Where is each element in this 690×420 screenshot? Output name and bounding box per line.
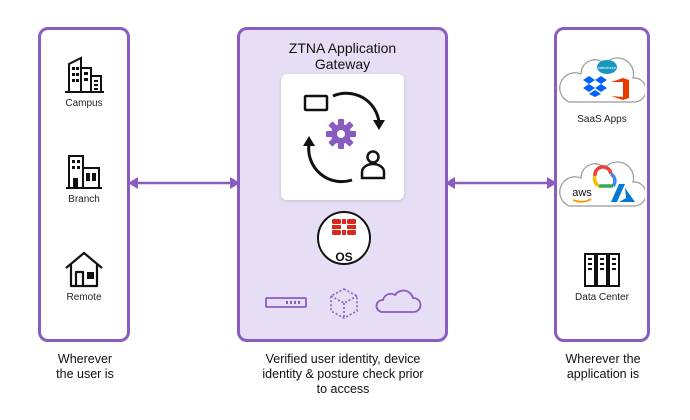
saas-cloud-icon: salesforce bbox=[559, 57, 645, 103]
access-control-card bbox=[281, 74, 404, 200]
cloud-icon bbox=[375, 289, 422, 313]
application-caption-line2: application is bbox=[566, 367, 640, 381]
branch-item: Branch bbox=[41, 152, 127, 205]
branch-label: Branch bbox=[68, 194, 100, 205]
data-center-item: Data Center bbox=[557, 252, 647, 303]
applications-panel: salesforce SaaS Apps bbox=[554, 27, 650, 342]
azure-logo-icon bbox=[611, 184, 635, 202]
fortios-badge: OS bbox=[316, 210, 372, 271]
saas-label: SaaS Apps bbox=[577, 114, 627, 125]
google-cloud-logo-icon bbox=[592, 165, 617, 188]
aws-text: aws bbox=[572, 187, 592, 199]
branch-building-icon bbox=[66, 155, 102, 189]
remote-label: Remote bbox=[66, 292, 102, 303]
saas-item: salesforce SaaS Apps bbox=[557, 52, 647, 125]
salesforce-logo-icon: salesforce bbox=[597, 60, 617, 74]
appliance-icon bbox=[265, 297, 307, 308]
gateway-caption-line1: Verified user identity, device bbox=[265, 352, 421, 366]
user-caption-line1: Wherever bbox=[57, 352, 113, 366]
campus-item: Campus bbox=[41, 54, 127, 109]
gateway-title-line1: ZTNA Application bbox=[288, 40, 397, 56]
user-locations-panel: Campus Branch Remote bbox=[38, 27, 130, 342]
fortinet-logo-icon bbox=[317, 211, 371, 265]
campus-label: Campus bbox=[65, 98, 103, 109]
data-center-label: Data Center bbox=[575, 292, 629, 303]
office-logo-icon bbox=[611, 78, 629, 100]
gateway-caption: Verified user identity, device identity … bbox=[222, 352, 464, 397]
user-caption-line2: the user is bbox=[56, 367, 114, 381]
os-label: OS bbox=[335, 250, 353, 264]
user-caption: Wherever the user is bbox=[30, 352, 140, 382]
gateway-to-apps-arrow bbox=[445, 177, 557, 189]
server-rack-icon bbox=[584, 253, 620, 287]
multicloud-icon: aws bbox=[559, 161, 645, 207]
aws-logo-icon: aws bbox=[572, 187, 592, 203]
home-icon bbox=[65, 251, 103, 288]
access-cycle-icon bbox=[303, 91, 386, 184]
svg-text:salesforce: salesforce bbox=[598, 65, 617, 70]
gateway-title-line2: Gateway bbox=[314, 56, 371, 72]
virtual-machine-icon bbox=[330, 288, 358, 319]
user-to-gateway-arrow bbox=[128, 177, 240, 189]
gateway-title: ZTNA Application Gateway bbox=[240, 40, 445, 72]
gateway-caption-line3: to access bbox=[316, 382, 370, 396]
multicloud-item: aws bbox=[557, 154, 647, 212]
campus-building-icon bbox=[65, 56, 104, 93]
application-caption-line1: Wherever the bbox=[565, 352, 641, 366]
application-caption: Wherever the application is bbox=[545, 352, 661, 382]
gateway-caption-line2: identity & posture check prior bbox=[262, 367, 424, 381]
dropbox-logo-icon bbox=[583, 76, 607, 97]
ztna-gateway-panel: ZTNA Application Gateway bbox=[237, 27, 448, 342]
remote-item: Remote bbox=[41, 250, 127, 303]
deployment-options-row bbox=[265, 288, 422, 319]
